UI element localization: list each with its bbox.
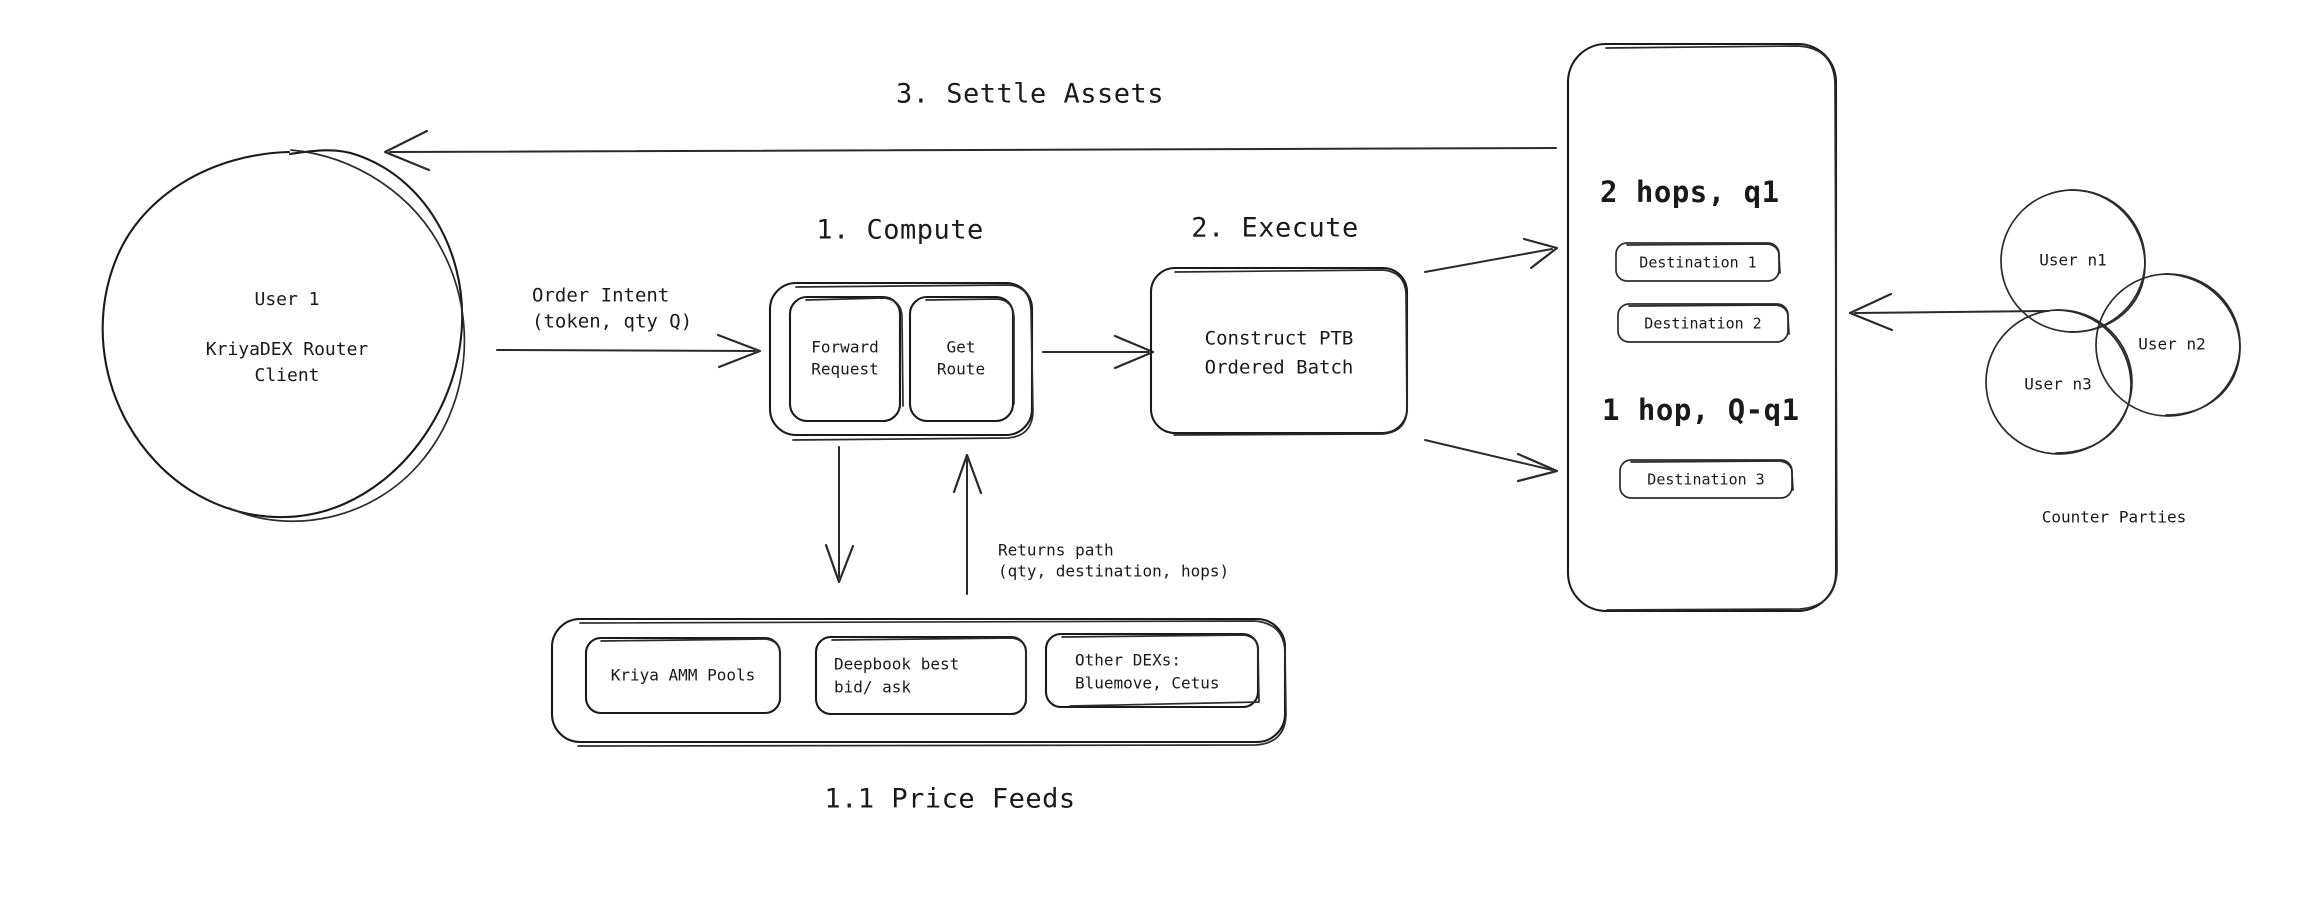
destination-chip-2[interactable]: Destination 2: [1617, 303, 1790, 343]
destination-1-label: Destination 1: [1639, 254, 1756, 272]
kriya-amm-pools-box-sketch: [600, 638, 781, 703]
other-dexs-box: [1044, 632, 1260, 709]
destination-chip-1[interactable]: Destination 1: [1615, 242, 1781, 282]
forward-request-box-sketch: [805, 297, 904, 407]
order-intent-edge: Order Intent (token, qty Q): [496, 285, 762, 369]
get-route-box-sketch: [925, 298, 1015, 405]
deepbook-label-line1: Deepbook best: [834, 655, 959, 674]
price-feeds-caption: 1.1 Price Feeds: [824, 784, 1075, 815]
compute-node[interactable]: Forward Request Get Route: [768, 281, 1034, 441]
execute-node[interactable]: Construct PTB Ordered Batch: [1149, 266, 1409, 436]
counter-parties-caption: Counter Parties: [2042, 508, 2187, 527]
counter-parties-arrow: [1848, 292, 2049, 332]
destination-3-label: Destination 3: [1647, 471, 1764, 489]
execute-label-line1: Construct PTB: [1205, 328, 1354, 350]
returns-path-label-line2: (qty, destination, hops): [998, 562, 1229, 581]
counter-parties-group[interactable]: User n1 User n2 User n3 Counter Parties: [1985, 189, 2241, 527]
other-dexs-label-line1: Other DEXs:: [1075, 651, 1181, 670]
client-user-label: User 1: [254, 289, 319, 310]
destination-2-label: Destination 2: [1644, 315, 1761, 333]
route-group-heading-0: 2 hops, q1: [1600, 175, 1780, 209]
price-feed-item-other-dexs[interactable]: Other DEXs: Bluemove, Cetus: [1044, 632, 1260, 709]
compute-outer-box-sketch: [792, 284, 1034, 441]
execute-to-one-hop-arrow: [1424, 439, 1559, 483]
user-n2-label: User n2: [2138, 335, 2205, 354]
user-n1-label: User n1: [2039, 251, 2106, 270]
client-name-line2: Client: [254, 365, 319, 386]
settle-assets-title: 3. Settle Assets: [896, 79, 1164, 110]
user-n3-circle-sketch: [2055, 309, 2132, 454]
forward-request-box: [788, 295, 902, 423]
destination-2-box-sketch: [1628, 304, 1790, 335]
get-route-box: [908, 295, 1015, 423]
get-route-label-line2: Route: [937, 360, 985, 379]
execute-to-two-hops-arrow: [1424, 237, 1559, 273]
destination-1-box-sketch: [1626, 243, 1781, 274]
forward-request-label-line1: Forward: [811, 338, 878, 357]
client-name-line1: KriyaDEX Router: [206, 339, 369, 360]
settle-assets-arrow: [383, 129, 1557, 172]
compute-subbox-forward-request[interactable]: Forward Request: [788, 295, 904, 423]
price-feeds-to-compute-arrow: Returns path (qty, destination, hops): [952, 453, 1229, 595]
price-feeds-outer-box-sketch: [577, 620, 1287, 747]
routes-panel-sketch: [1605, 45, 1838, 611]
get-route-label-line1: Get: [947, 338, 976, 357]
counter-party-user-n2[interactable]: User n2: [2095, 273, 2241, 417]
route-group-heading-1: 1 hop, Q-q1: [1602, 393, 1800, 427]
destination-chip-3[interactable]: Destination 3: [1619, 459, 1794, 499]
returns-path-label-line1: Returns path: [998, 541, 1114, 560]
compute-to-execute-arrow: [1042, 334, 1155, 370]
price-feeds-panel[interactable]: Kriya AMM Pools Deepbook best bid/ ask O…: [550, 617, 1287, 815]
user-n3-label: User n3: [2024, 375, 2091, 394]
execute-box-sketch: [1173, 269, 1408, 436]
execute-label-line2: Ordered Batch: [1205, 357, 1354, 379]
execute-section-title: 2. Execute: [1191, 213, 1359, 244]
price-feed-item-deepbook[interactable]: Deepbook best bid/ ask: [814, 635, 1028, 716]
execute-box: [1149, 266, 1409, 435]
order-intent-label-line2: (token, qty Q): [532, 311, 692, 333]
counter-party-user-n3[interactable]: User n3: [1985, 309, 2133, 455]
compute-section-title: 1. Compute: [816, 215, 984, 246]
deepbook-label-line2: bid/ ask: [834, 678, 911, 697]
deepbook-box-sketch: [831, 637, 1027, 704]
price-feed-item-kriya-amm-pools[interactable]: Kriya AMM Pools: [584, 636, 782, 715]
other-dexs-box-sketch: [1061, 634, 1260, 707]
kriya-amm-pools-label: Kriya AMM Pools: [611, 666, 756, 685]
client-circle-outline: [101, 149, 464, 519]
client-node[interactable]: User 1 KriyaDEX Router Client: [101, 149, 466, 523]
user-n2-circle-sketch: [2165, 273, 2241, 416]
client-circle-sketch: [228, 149, 466, 523]
deepbook-box: [814, 635, 1028, 716]
compute-subbox-get-route[interactable]: Get Route: [908, 295, 1015, 423]
other-dexs-label-line2: Bluemove, Cetus: [1075, 674, 1220, 693]
destination-3-box-sketch: [1630, 460, 1794, 491]
routes-panel[interactable]: 2 hops, q1 Destination 1 Destination 2 1…: [1566, 42, 1838, 613]
compute-to-price-feeds-arrow: [824, 446, 855, 584]
order-intent-label-line1: Order Intent: [532, 285, 669, 307]
forward-request-label-line2: Request: [811, 360, 878, 379]
